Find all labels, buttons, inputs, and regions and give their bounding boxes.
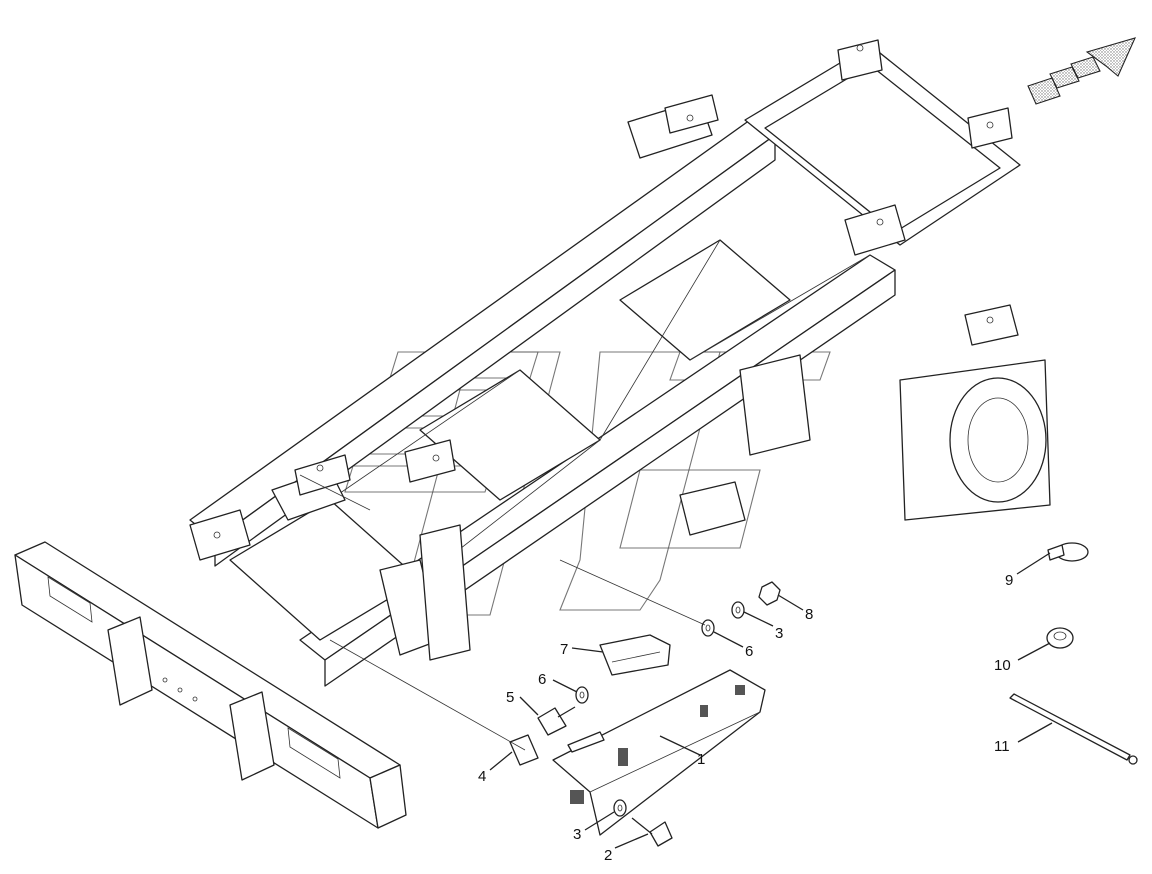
callout-8: 8 xyxy=(805,606,813,623)
callout-2: 2 xyxy=(604,847,612,864)
callout-labels: 1 2 3 3 4 5 6 6 7 8 9 10 11 xyxy=(478,572,1013,864)
callout-6-upper: 6 xyxy=(745,643,753,660)
hardware xyxy=(299,474,781,847)
callout-4: 4 xyxy=(478,768,486,785)
callout-6-lower: 6 xyxy=(538,671,546,688)
callout-1: 1 xyxy=(697,751,705,768)
direction-arrow-icon xyxy=(1027,37,1136,105)
callout-3-upper: 3 xyxy=(775,625,783,642)
callout-10: 10 xyxy=(994,657,1011,674)
leader-lines xyxy=(489,552,1053,849)
callout-3-lower: 3 xyxy=(573,826,581,843)
callout-9: 9 xyxy=(1005,572,1013,589)
callout-7: 7 xyxy=(560,641,568,658)
chassis-frame xyxy=(189,39,1051,687)
front-bumper xyxy=(14,541,407,829)
part-1-bracket xyxy=(552,669,766,836)
callout-11: 11 xyxy=(994,738,1010,755)
part-7-plate xyxy=(599,634,671,676)
callout-5: 5 xyxy=(506,689,514,706)
parts-9-10-11 xyxy=(1009,542,1138,765)
